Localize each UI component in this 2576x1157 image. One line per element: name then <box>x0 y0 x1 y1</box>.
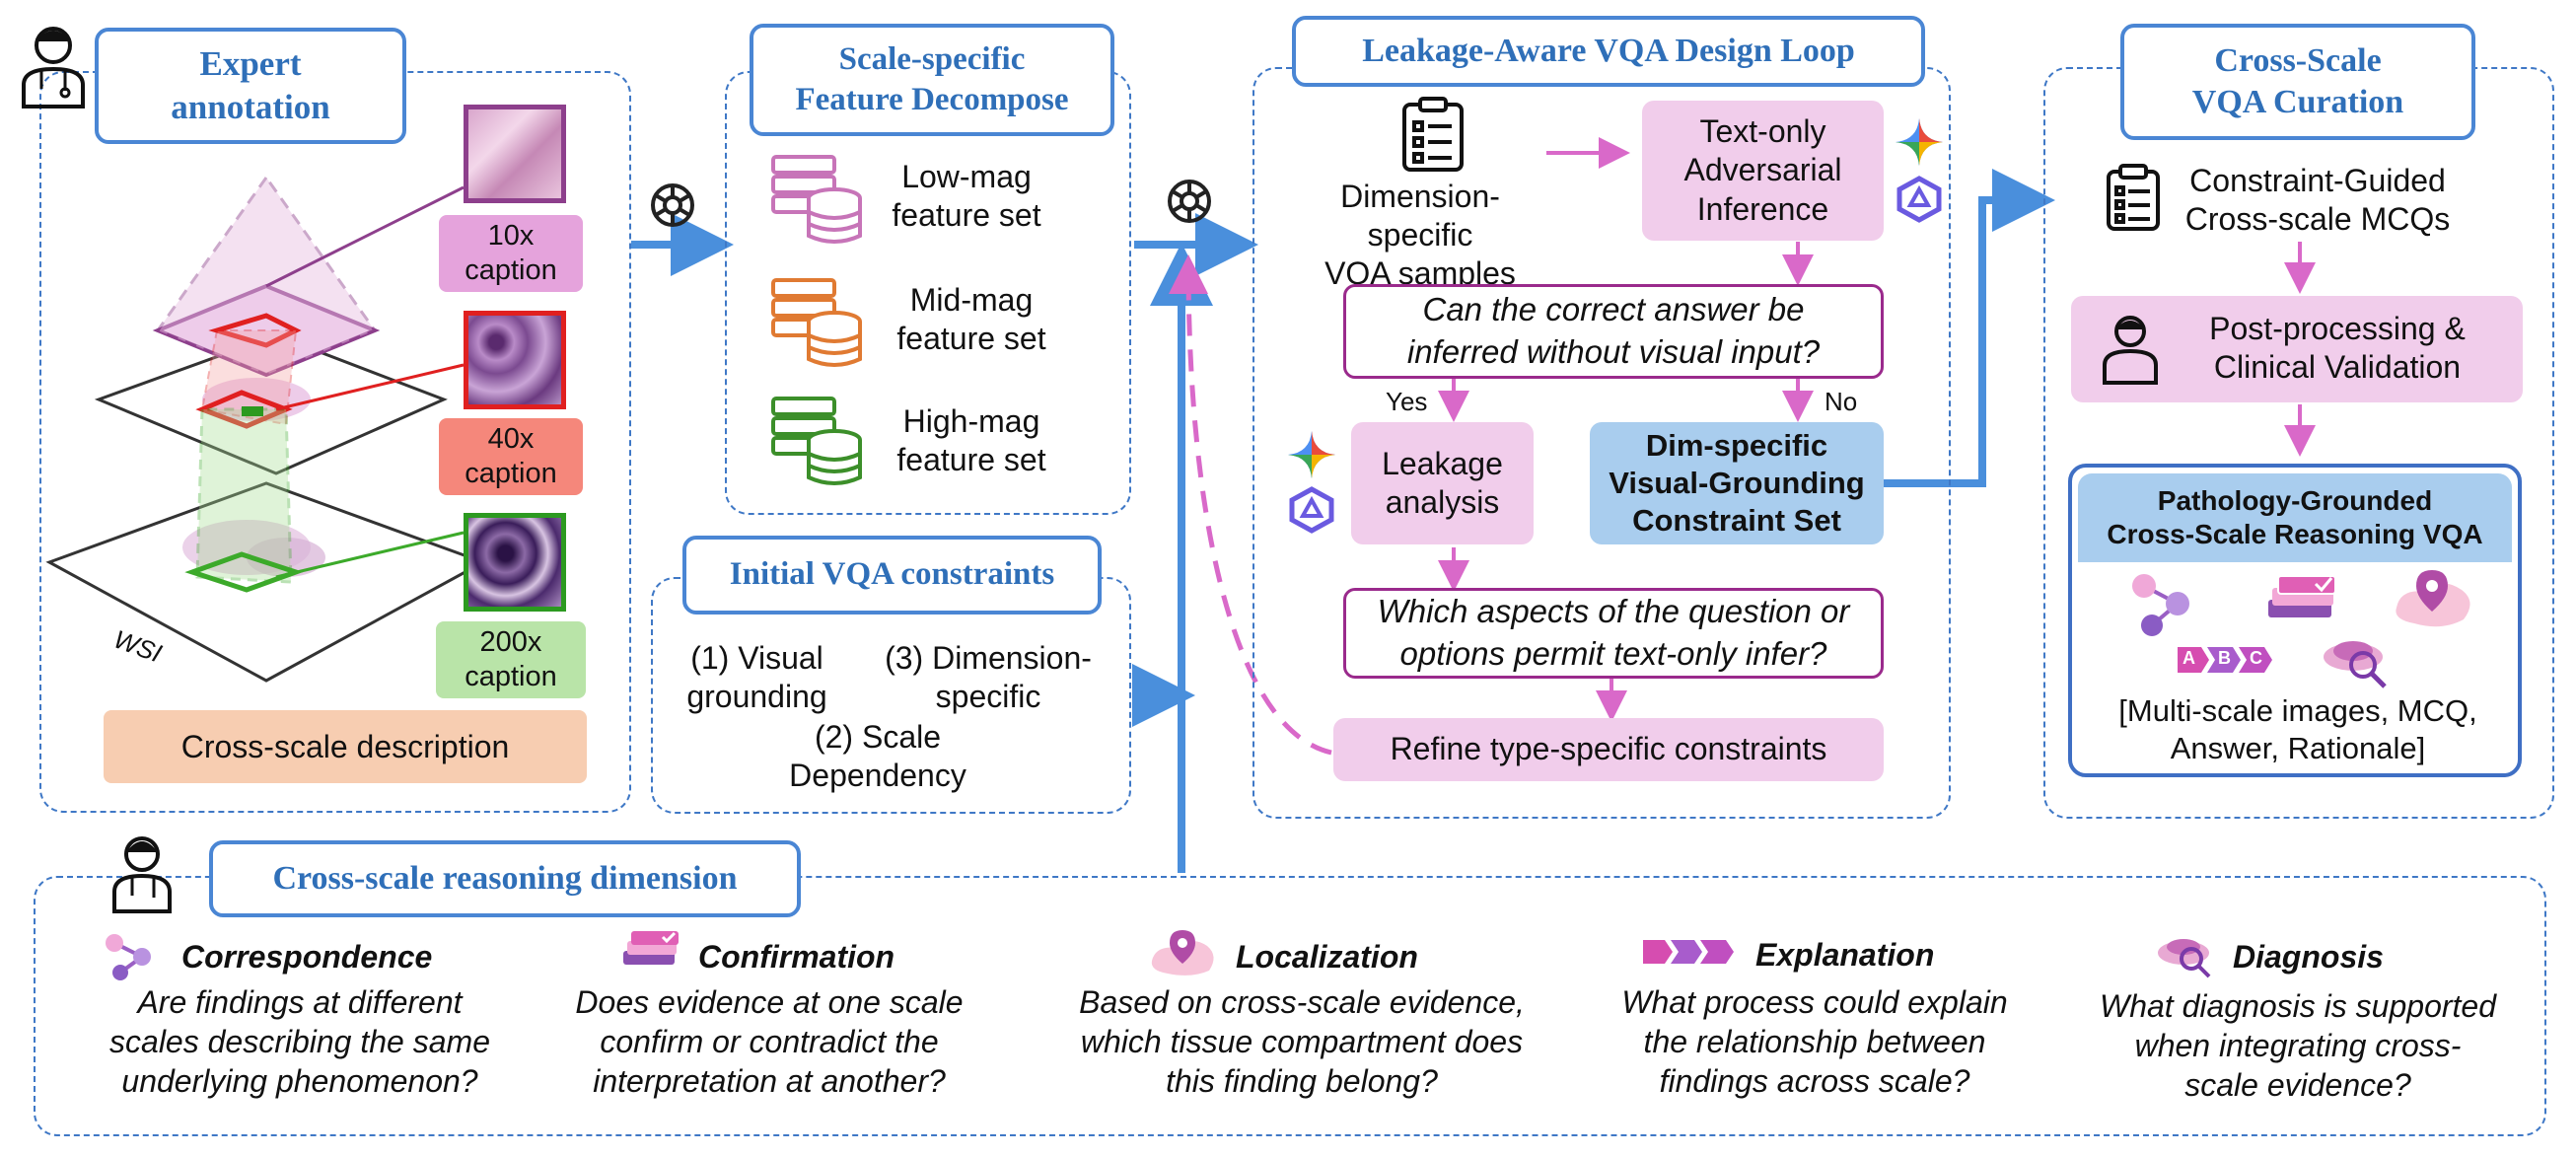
adversarial-inference-box: Text-only Adversarial Inference <box>1642 101 1884 241</box>
thumbnail-10x <box>464 105 566 203</box>
dimension-correspondence-name: Correspondence <box>181 939 433 975</box>
high-mag-feature-label: High-mag feature set <box>896 403 1046 478</box>
thumbnail-200x <box>464 513 566 612</box>
vqa-curation-title: Cross-Scale VQA Curation <box>2120 24 2475 140</box>
dimension-localization-name: Localization <box>1236 939 1418 975</box>
doctor-icon <box>22 27 85 108</box>
question-visual-input-text: Can the correct answer be inferred witho… <box>1406 291 1821 370</box>
qwen-icon <box>1896 176 1942 223</box>
explanation-icon <box>2178 647 2272 673</box>
caption-40x: 40x caption <box>439 418 583 495</box>
dimension-confirmation-question: Does evidence at one scale confirm or co… <box>575 984 964 1099</box>
post-processing-label: Post-processing & Clinical Validation <box>2209 311 2466 386</box>
constraint-visual-grounding: (1) Visual grounding <box>686 640 827 715</box>
constraint-dimension-specific: (3) Dimension- specific <box>885 640 1092 715</box>
gemini-icon <box>1896 118 1943 166</box>
confirmation-icon <box>2268 575 2336 617</box>
caption-200x: 200x caption <box>436 621 586 698</box>
localization-icon <box>1151 930 1214 976</box>
yes-label: Yes <box>1386 387 1428 416</box>
clipboard-icon <box>2107 164 2160 231</box>
doctor-icon <box>112 836 172 913</box>
no-label: No <box>1825 387 1858 416</box>
leakage-analysis-box: Leakage analysis <box>1351 422 1534 544</box>
refine-constraints-box: Refine type-specific constraints <box>1333 718 1884 781</box>
expert-annotation-title: Expert annotation <box>95 28 406 144</box>
gemini-icon <box>1288 431 1335 478</box>
reasoning-dimension-title: Cross-scale reasoning dimension <box>209 840 801 917</box>
dimension-localization-question: Based on cross-scale evidence, which tis… <box>1079 984 1525 1099</box>
correspondence-icon <box>2132 574 2189 636</box>
abc-letter-c: C <box>2250 648 2262 668</box>
gpt-icon <box>651 183 694 227</box>
diagnosis-icon <box>2324 641 2387 688</box>
dimension-specific-samples: Dimension-specific VQA samples <box>1324 179 1516 292</box>
abc-letter-b: B <box>2218 648 2231 668</box>
constraint-set-box: Dim-specific Visual-Grounding Constraint… <box>1590 422 1884 544</box>
correspondence-icon <box>106 934 151 980</box>
gpt-icon <box>1168 180 1211 223</box>
low-mag-feature-label: Low-mag feature set <box>892 159 1041 234</box>
feature-decompose-title: Scale-specific Feature Decompose <box>750 24 1114 136</box>
dimension-diagnosis-question: What diagnosis is supported when integra… <box>2100 988 2496 1103</box>
mid-mag-feature-label: Mid-mag feature set <box>896 282 1046 357</box>
final-vqa-title: Pathology-Grounded Cross-Scale Reasoning… <box>2078 473 2512 562</box>
qwen-icon <box>1289 486 1334 534</box>
dimension-confirmation-name: Confirmation <box>698 939 895 975</box>
constraint-scale-dependency: (2) Scale Dependency <box>789 719 966 794</box>
dimension-explanation-name: Explanation <box>1755 937 1935 973</box>
question-visual-input: Can the correct answer be inferred witho… <box>1343 284 1884 379</box>
panel-reasoning-dimension <box>34 876 2546 1136</box>
diagnosis-icon <box>2158 939 2211 978</box>
thumbnail-40x <box>464 311 566 409</box>
dimension-diagnosis-name: Diagnosis <box>2233 939 2384 975</box>
abc-letter-a: A <box>2182 648 2195 668</box>
cross-scale-description: Cross-scale description <box>104 710 587 783</box>
confirmation-icon <box>623 931 679 965</box>
scale-pyramid <box>45 175 487 683</box>
localization-icon <box>2396 570 2470 627</box>
leakage-loop-title: Leakage-Aware VQA Design Loop <box>1292 16 1925 87</box>
dimension-correspondence-question: Are findings at different scales describ… <box>109 984 490 1099</box>
question-text-only-text: Which aspects of the question or options… <box>1377 593 1850 672</box>
explanation-icon <box>1643 940 1734 964</box>
initial-constraints-title: Initial VQA constraints <box>682 536 1102 615</box>
dimension-explanation-question: What process could explain the relations… <box>1621 984 2008 1099</box>
clipboard-icon <box>1402 97 1464 172</box>
arrow-constraintset-to-curation <box>1884 169 2055 487</box>
question-text-only: Which aspects of the question or options… <box>1343 588 1884 679</box>
constraint-guided-mcqs: Constraint-Guided Cross-scale MCQs <box>2184 163 2451 238</box>
high-mag-database-icon <box>771 397 862 485</box>
low-mag-database-icon <box>771 155 862 244</box>
final-vqa-items: [Multi-scale images, MCQ, Answer, Ration… <box>2118 693 2477 765</box>
arrow-refine-loopback <box>1169 254 1332 756</box>
mid-mag-database-icon <box>771 278 862 367</box>
caption-10x: 10x caption <box>439 215 583 292</box>
doctor-icon <box>2103 316 2158 385</box>
